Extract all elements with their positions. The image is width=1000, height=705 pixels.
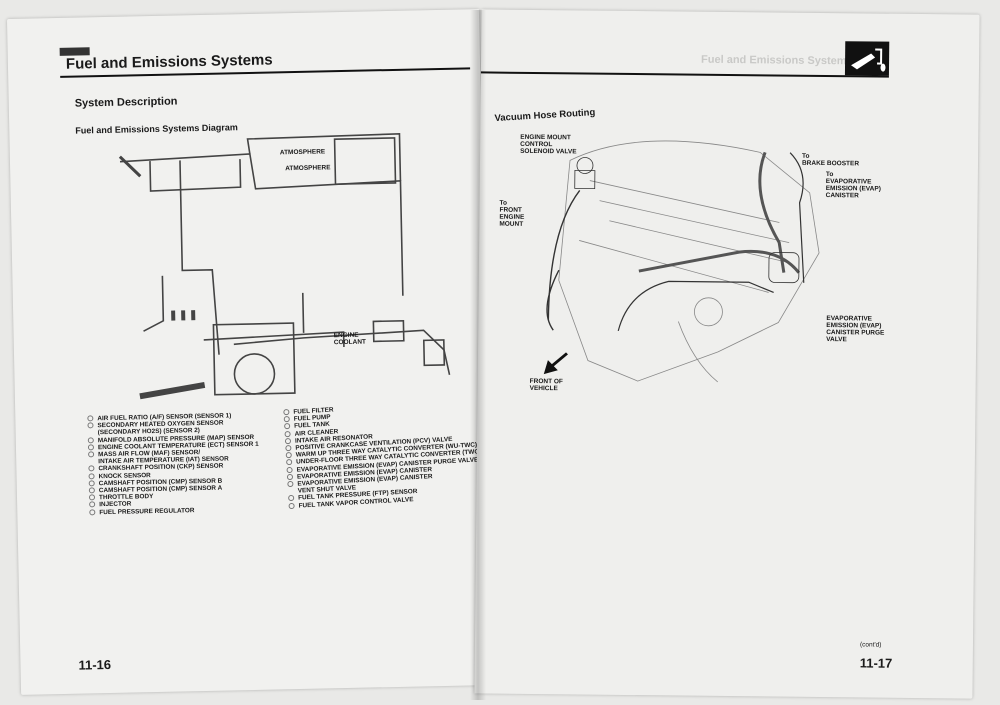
callout-number-icon [87, 444, 95, 451]
callout-number-icon [88, 494, 96, 501]
callout-number-icon [284, 423, 291, 430]
callout-number-icon [283, 416, 290, 423]
atmosphere-label-1: ATMOSPHERE [279, 148, 326, 157]
callout-number-icon [287, 480, 294, 488]
callout-number-icon [285, 444, 292, 452]
callout-number-icon [88, 465, 95, 472]
callout-number-icon [89, 508, 96, 516]
front-of-vehicle-arrow-icon [543, 352, 568, 375]
page-number: 11-17 [859, 655, 893, 671]
right-page: Fuel and Emissions Systems Vacuum Hose R… [474, 9, 980, 699]
section-tab-mark [59, 47, 90, 56]
legend-column-2: FUEL FILTER FUEL PUMP FUEL TANK AIR CLEA… [283, 398, 484, 510]
callout-number-icon [88, 480, 95, 487]
left-page: Fuel and Emissions Systems System Descri… [6, 9, 494, 695]
purge-valve-label: EVAPORATIVE EMISSION (EVAP) CANISTER PUR… [826, 315, 885, 344]
section-title: Fuel and Emissions Systems [65, 51, 273, 73]
callout-number-icon [288, 502, 295, 509]
subtitle: System Description [74, 95, 178, 110]
header-rule [480, 71, 889, 78]
callout-number-icon [87, 436, 94, 444]
book-gutter [470, 10, 486, 700]
engine-coolant-label: ENGINE COOLANT [333, 331, 367, 347]
callout-number-icon [288, 495, 295, 502]
callout-number-icon [284, 430, 291, 437]
engine-mount-valve-label: ENGINE MOUNT CONTROL SOLENOID VALVE [520, 133, 577, 156]
fuel-system-section-icon [844, 41, 890, 76]
callout-number-icon [285, 452, 292, 459]
vacuum-hose-routing-diagram [546, 140, 820, 383]
callout-number-icon [88, 472, 95, 480]
callout-number-icon [286, 466, 293, 473]
continued-note: (cont'd) [859, 641, 882, 649]
legend-text: FUEL PRESSURE REGULATOR [99, 506, 195, 516]
callout-number-icon [87, 415, 94, 422]
callout-number-icon [87, 422, 94, 429]
evap-canister-label: To EVAPORATIVE EMISSION (EVAP) CANISTER [825, 171, 881, 200]
fuel-emissions-diagram [118, 132, 451, 400]
callout-number-icon [89, 501, 96, 508]
front-of-vehicle-label: FRONT OF VEHICLE [529, 377, 563, 393]
subtitle: Vacuum Hose Routing [494, 107, 596, 125]
callout-number-icon [283, 408, 290, 416]
callout-number-icon [286, 473, 294, 481]
callout-number-icon [88, 451, 95, 458]
callout-number-icon [88, 487, 95, 494]
legend-column-1: AIR FUEL RATIO (A/F) SENSOR (SENSOR 1) S… [87, 412, 260, 516]
page-number: 11-16 [78, 656, 112, 673]
brake-booster-label: To BRAKE BOOSTER [801, 152, 860, 168]
atmosphere-label-2: ATMOSPHERE [285, 164, 331, 173]
faded-section-title: Fuel and Emissions Systems [701, 53, 853, 68]
front-engine-mount-label: To FRONT ENGINE MOUNT [499, 199, 525, 228]
callout-number-icon [286, 459, 293, 466]
callout-number-icon [284, 437, 292, 445]
